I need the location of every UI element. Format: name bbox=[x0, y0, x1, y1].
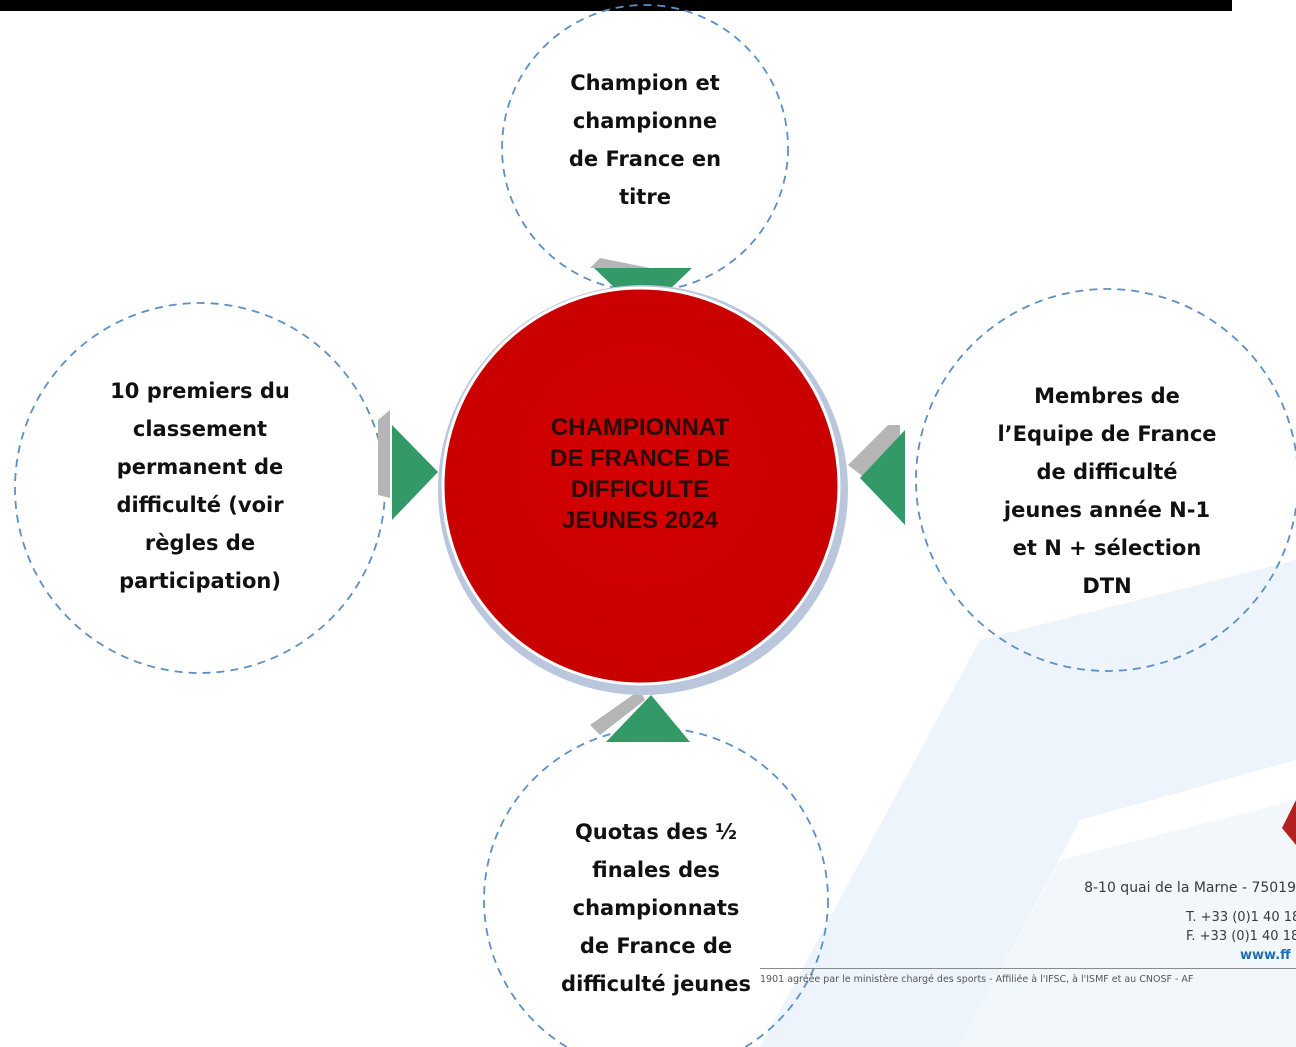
bubble-line: classement bbox=[132, 417, 268, 441]
center-line: CHAMPIONNAT bbox=[550, 414, 730, 441]
footer-tel: T. +33 (0)1 40 18 bbox=[1186, 910, 1296, 925]
logo-red-mark bbox=[1282, 800, 1296, 845]
arrow-right bbox=[848, 425, 905, 525]
bubble-line: de difficulté bbox=[1036, 460, 1178, 484]
bubble-line: de France de bbox=[579, 934, 733, 958]
bubble-line: l’Equipe de France bbox=[997, 422, 1217, 446]
bubble-line: Quotas des ½ bbox=[574, 820, 738, 844]
center-line: JEUNES 2024 bbox=[561, 507, 719, 534]
bubble-line: jeunes année N-1 bbox=[1003, 498, 1211, 522]
bubble-line: de France en bbox=[568, 147, 722, 171]
center-line: DIFFICULTE bbox=[570, 476, 710, 503]
bubble-line: 10 premiers du bbox=[110, 379, 290, 403]
footer-website-link[interactable]: www.ff bbox=[1240, 948, 1291, 963]
footer-legal-text: 1901 agréée par le ministère chargé des … bbox=[760, 974, 1194, 985]
bubble-line: règles de bbox=[144, 531, 256, 555]
bubble-line: Champion et bbox=[570, 71, 720, 95]
bubble-line: DTN bbox=[1082, 574, 1132, 598]
bubble-line: championnats bbox=[572, 896, 740, 920]
center-line: DE FRANCE DE bbox=[549, 445, 730, 472]
bubble-line: titre bbox=[619, 185, 671, 209]
top-black-bar bbox=[0, 0, 1232, 11]
arrow-left bbox=[378, 410, 438, 520]
bubble-right-circle bbox=[915, 288, 1296, 672]
center-title: CHAMPIONNAT DE FRANCE DE DIFFICULTE JEUN… bbox=[490, 412, 790, 536]
bubble-line: permanent de bbox=[116, 455, 284, 479]
bubble-bottom-circle bbox=[483, 727, 829, 1047]
bubble-bottom-text: Quotas des ½ finales des championnats de… bbox=[526, 813, 786, 1003]
bubble-line: championne bbox=[572, 109, 718, 133]
bubble-line: difficulté jeunes bbox=[561, 972, 751, 996]
bubble-line: et N + sélection bbox=[1012, 536, 1202, 560]
footer-fax: F. +33 (0)1 40 18 bbox=[1186, 929, 1296, 944]
bubble-left-text: 10 premiers du classement permanent de d… bbox=[60, 372, 340, 600]
bubble-line: finales des bbox=[592, 858, 720, 882]
bubble-right-text: Membres de l’Equipe de France de difficu… bbox=[957, 377, 1257, 605]
arrow-bottom bbox=[590, 690, 690, 742]
bubble-line: Membres de bbox=[1034, 384, 1180, 408]
bubble-line: participation) bbox=[119, 569, 281, 593]
center-circle bbox=[441, 286, 841, 686]
footer-address: 8-10 quai de la Marne - 75019 bbox=[1084, 880, 1296, 896]
footer-divider bbox=[760, 968, 1296, 969]
bubble-top-text: Champion et championne de France en titr… bbox=[525, 64, 765, 216]
bubble-line: difficulté (voir bbox=[116, 493, 284, 517]
watermark-logo bbox=[760, 560, 1296, 1047]
